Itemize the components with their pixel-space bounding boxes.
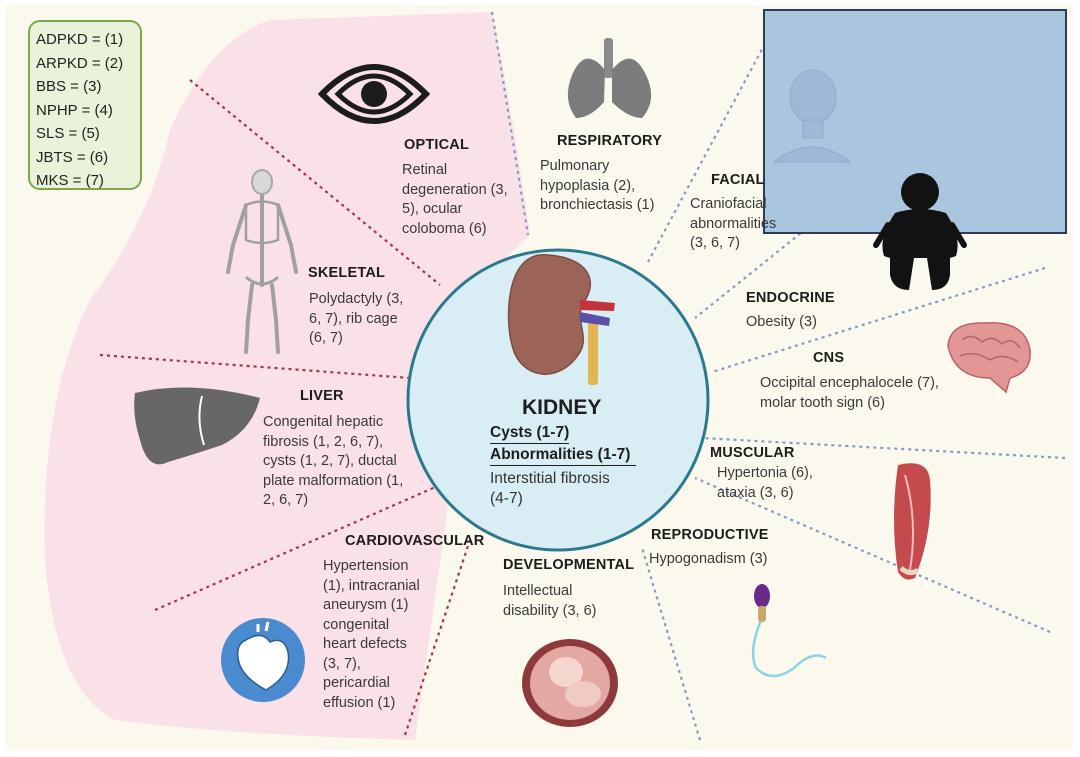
skeletal-heading: SKELETAL	[308, 265, 386, 281]
liver-line: 2, 6, 7)	[263, 492, 309, 508]
liver-text: Congenital hepatic fibrosis (1, 2, 6, 7)…	[263, 413, 403, 511]
spoke-liver-cardio	[154, 483, 441, 612]
red-spokes	[99, 79, 472, 736]
kidney-abnormalities: Abnormalities (1-7)	[490, 445, 637, 466]
legend-item: ADPKD = (1)	[36, 31, 124, 48]
kidney-title: KIDNEY	[522, 396, 602, 419]
developmental-line: Intellectual	[503, 583, 573, 599]
endocrine-text: Obesity (3)	[746, 313, 817, 333]
muscular-text: Hypertonia (6), ataxia (3, 6)	[717, 464, 813, 503]
kidney-fibrosis-ref: (4-7)	[490, 490, 523, 507]
spoke-skeletal-liver	[99, 353, 411, 380]
muscular-line: Hypertonia (6),	[717, 465, 813, 481]
facial-line: Craniofacial	[690, 196, 767, 212]
endocrine-heading: ENDOCRINE	[746, 290, 835, 306]
spoke-cns-muscular	[701, 436, 1066, 460]
legend-item: ARPKD = (2)	[36, 54, 124, 72]
spoke-endocrine-cns	[711, 266, 1046, 374]
respiratory-text: Pulmonary hypoplasia (2), bronchiectasis…	[540, 157, 654, 216]
reproductive-heading: REPRODUCTIVE	[651, 527, 769, 543]
optical-line: coloboma (6)	[402, 220, 487, 237]
respiratory-line: Pulmonary	[540, 158, 610, 174]
cardiovascular-line: Hypertension	[323, 558, 409, 574]
skeletal-line: Polydactyly (3,	[309, 291, 404, 307]
cardiovascular-heading: CARDIOVASCULAR	[345, 533, 485, 549]
developmental-heading: DEVELOPMENTAL	[503, 557, 635, 573]
kidney-circle	[406, 248, 710, 552]
heart-icon	[221, 618, 305, 702]
legend-item: NPHP = (4)	[36, 101, 113, 119]
legend-item: BBS = (3)	[36, 78, 102, 95]
optical-text: Retinal degeneration (3, 5), ocular colo…	[402, 161, 508, 239]
pink-region	[44, 12, 530, 740]
cns-line: molar tooth sign (6)	[760, 394, 885, 411]
kidney-cysts: Cysts (1-7)	[490, 423, 570, 444]
skeletal-text: Polydactyly (3, 6, 7), rib cage (6, 7)	[309, 290, 403, 349]
brain-icon	[947, 321, 1031, 394]
liver-line: fibrosis (1, 2, 6, 7),	[263, 433, 384, 450]
liver-line: cysts (1, 2, 7), ductal	[263, 453, 397, 469]
abbreviation-legend: ADPKD = (1) ARPKD = (2) BBS = (3) NPHP =…	[28, 20, 142, 190]
facial-heading: FACIAL	[711, 172, 765, 188]
cardiovascular-line: effusion (1)	[323, 694, 396, 711]
fetus-icon	[522, 639, 618, 727]
spoke-reproductive-developmental	[640, 547, 702, 741]
cardiovascular-text: Hypertension (1), intracranial aneurysm …	[323, 557, 420, 713]
optical-line: Retinal	[402, 162, 448, 178]
cardiovascular-line: (1), intracranial	[323, 577, 420, 594]
skeletal-line: 6, 7), rib cage	[309, 310, 398, 327]
spoke-respiratory-facial	[647, 24, 776, 263]
respiratory-line: bronchiectasis (1)	[540, 197, 655, 213]
obese-person-icon	[873, 173, 967, 290]
reproductive-text: Hypogonadism (3)	[649, 550, 767, 570]
spoke-muscular-reproductive	[694, 476, 1051, 634]
liver-line: Congenital hepatic	[263, 414, 384, 430]
cardiovascular-line: heart defects	[323, 636, 407, 652]
cns-text: Occipital encephalocele (7), molar tooth…	[760, 374, 939, 413]
optical-heading: OPTICAL	[404, 137, 470, 153]
legend-item: JBTS = (6)	[36, 148, 109, 166]
facial-line: abnormalities	[690, 215, 777, 232]
cardiovascular-line: congenital	[323, 616, 390, 633]
cardiovascular-line: aneurysm (1)	[323, 597, 409, 613]
spoke-optical-respiratory	[490, 11, 530, 236]
head-silhouette-icon	[772, 69, 852, 163]
legend-item: SLS = (5)	[36, 125, 100, 142]
muscular-heading: MUSCULAR	[710, 445, 795, 461]
developmental-text: Intellectual disability (3, 6)	[503, 582, 596, 621]
endocrine-line: Obesity (3)	[746, 314, 817, 330]
kidney-icon	[507, 254, 615, 385]
eye-icon	[317, 64, 431, 124]
developmental-line: disability (3, 6)	[503, 602, 597, 619]
liver-icon	[134, 387, 260, 465]
skeletal-line: (6, 7)	[309, 330, 343, 346]
legend-item: MKS = (7)	[36, 172, 104, 189]
liver-heading: LIVER	[300, 388, 344, 404]
facial-text: Craniofacial abnormalities (3, 6, 7)	[690, 195, 776, 254]
optical-line: 5), ocular	[402, 201, 463, 217]
liver-line: plate malformation (1,	[263, 472, 404, 489]
lungs-icon	[567, 38, 652, 118]
spoke-optical-skeletal	[189, 79, 441, 286]
optical-line: degeneration (3,	[402, 181, 508, 198]
cardiovascular-line: (3, 7),	[323, 655, 361, 672]
cns-heading: CNS	[813, 350, 845, 366]
facial-line: (3, 6, 7)	[690, 235, 740, 251]
muscular-line: ataxia (3, 6)	[717, 484, 794, 501]
reproductive-line: Hypogonadism (3)	[649, 551, 768, 567]
respiratory-line: hypoplasia (2),	[540, 177, 636, 194]
sperm-icon	[751, 584, 827, 678]
skeleton-icon	[226, 169, 298, 354]
cns-line: Occipital encephalocele (7),	[760, 375, 939, 391]
kidney-fibrosis: Interstitial fibrosis	[490, 470, 610, 487]
respiratory-heading: RESPIRATORY	[557, 133, 663, 149]
muscle-icon	[894, 463, 931, 580]
cardiovascular-line: pericardial	[323, 675, 390, 691]
